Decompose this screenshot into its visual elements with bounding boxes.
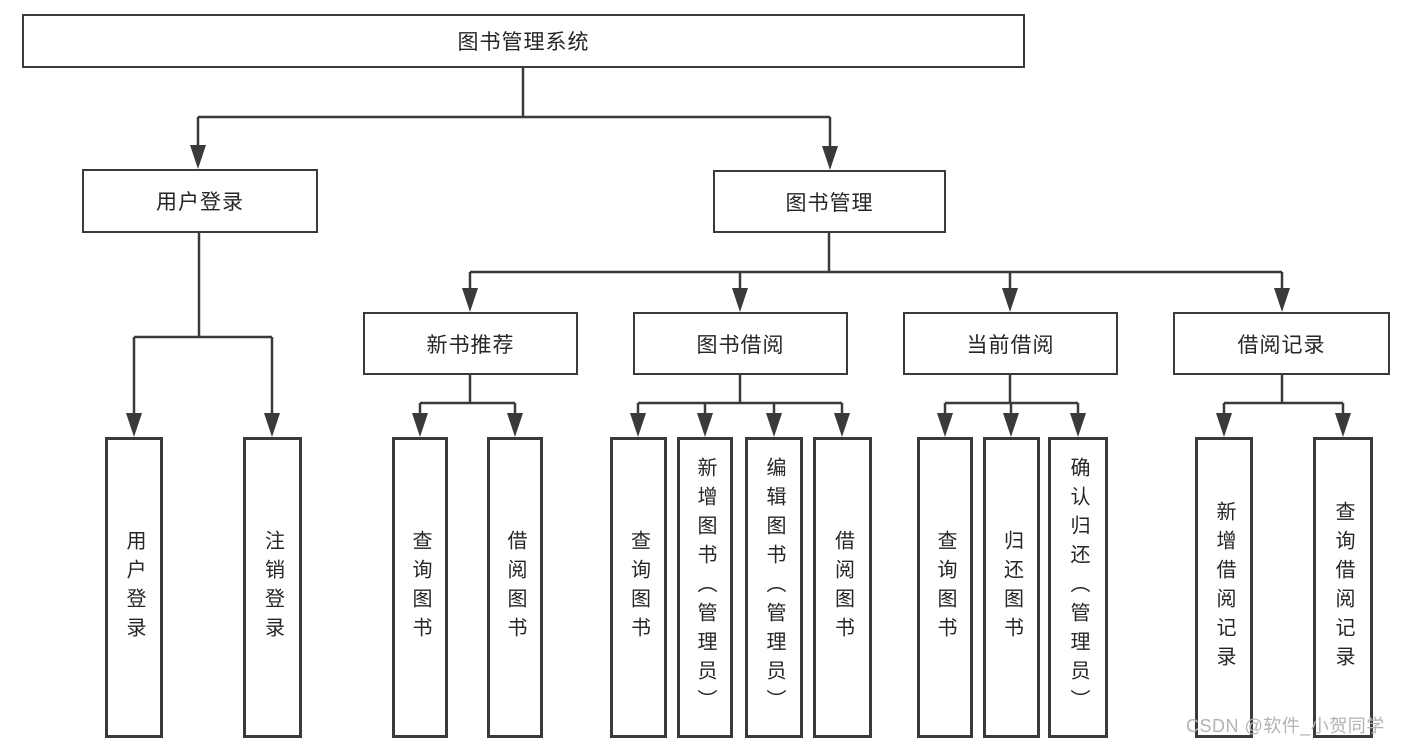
node-new-book-recommend-label: 新书推荐	[426, 333, 515, 357]
leaf-borrow-borrow-books: 借阅图书	[813, 437, 872, 738]
tree-edges	[132, 68, 1345, 420]
leaf-recommend-borrow-books-label: 借阅图书	[504, 529, 526, 646]
leaf-borrow-borrow-books-label: 借阅图书	[831, 529, 854, 646]
leaf-logout: 注销登录	[243, 437, 302, 738]
leaf-logout-label: 注销登录	[261, 529, 284, 646]
arrowheads	[126, 145, 1351, 437]
leaf-borrow-edit-book-admin-label: 编辑图书（管理员）	[763, 457, 785, 718]
leaf-records-query-record: 查询借阅记录	[1313, 437, 1373, 738]
leaf-borrow-query-books: 查询图书	[610, 437, 667, 738]
csdn-watermark: CSDN @软件_小贺同学	[1186, 716, 1385, 736]
leaf-records-add-record: 新增借阅记录	[1195, 437, 1253, 738]
leaf-records-query-record-label: 查询借阅记录	[1332, 500, 1354, 675]
node-current-borrow-label: 当前借阅	[966, 333, 1055, 357]
leaf-current-return-books: 归还图书	[983, 437, 1040, 738]
node-borrow-records: 借阅记录	[1173, 312, 1390, 375]
leaf-records-add-record-label: 新增借阅记录	[1213, 500, 1235, 675]
leaf-current-return-books-label: 归还图书	[1000, 529, 1023, 646]
leaf-user-login: 用户登录	[105, 437, 163, 738]
node-book-borrow: 图书借阅	[633, 312, 848, 375]
node-new-book-recommend: 新书推荐	[363, 312, 578, 375]
node-user-login: 用户登录	[82, 169, 318, 233]
leaf-recommend-query-books-label: 查询图书	[409, 529, 431, 646]
node-current-borrow: 当前借阅	[903, 312, 1118, 375]
leaf-current-query-books: 查询图书	[917, 437, 973, 738]
leaf-current-confirm-return-admin: 确认归还（管理员）	[1048, 437, 1108, 738]
node-root: 图书管理系统	[22, 14, 1025, 68]
leaf-borrow-add-book-admin-label: 新增图书（管理员）	[694, 457, 716, 718]
leaf-current-confirm-return-admin-label: 确认归还（管理员）	[1067, 457, 1089, 718]
leaf-current-query-books-label: 查询图书	[934, 529, 956, 646]
node-book-management: 图书管理	[713, 170, 946, 233]
node-user-login-label: 用户登录	[156, 191, 244, 214]
leaf-borrow-query-books-label: 查询图书	[627, 529, 650, 646]
leaf-borrow-edit-book-admin: 编辑图书（管理员）	[745, 437, 803, 738]
node-book-borrow-label: 图书借阅	[696, 333, 785, 357]
node-root-label: 图书管理系统	[457, 31, 590, 54]
node-book-management-label: 图书管理	[785, 191, 874, 215]
node-borrow-records-label: 借阅记录	[1237, 333, 1326, 357]
leaf-borrow-add-book-admin: 新增图书（管理员）	[677, 437, 733, 738]
leaf-recommend-borrow-books: 借阅图书	[487, 437, 543, 738]
leaf-user-login-label: 用户登录	[123, 529, 145, 646]
leaf-recommend-query-books: 查询图书	[392, 437, 448, 738]
